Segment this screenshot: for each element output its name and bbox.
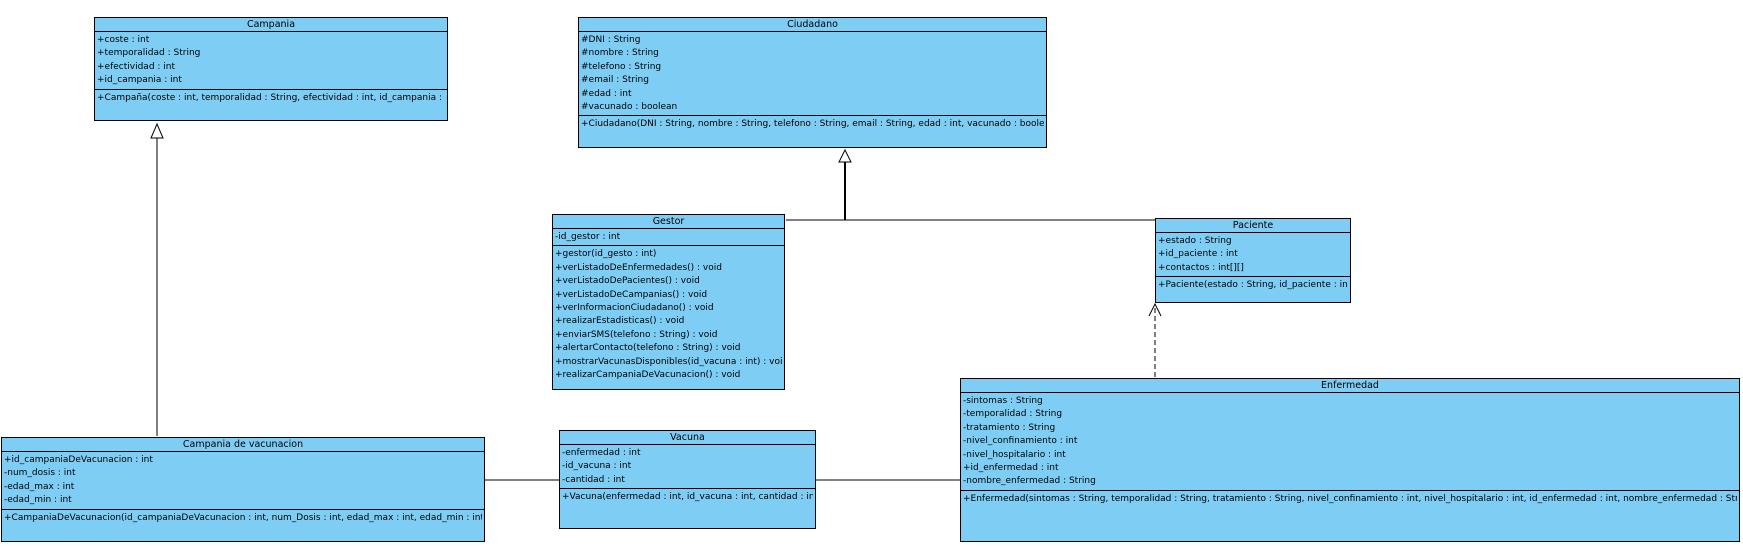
attribute-row: -id_gestor : int [555, 232, 621, 242]
attribute-row: +contactos : int[][] [1158, 262, 1244, 273]
attribute-row: #telefono : String [581, 61, 662, 72]
operation-row: +mostrarVacunasDisponibles(id_vacuna : i… [555, 356, 782, 367]
attribute-row: -num_dosis : int [4, 468, 76, 479]
attribute-row: -edad_min : int [4, 495, 72, 506]
class-gestor[interactable]: Gestor -id_gestor : int +gestor(id_gesto :… [552, 214, 785, 390]
attribute-row: #DNI : String [581, 35, 641, 45]
operation-row: +alertarContacto(telefono : String) : vo… [555, 343, 741, 354]
attribute-row: +efectividad : int [97, 61, 176, 72]
attributes-section: +id_campaniaDeVacunacion : int -num_dosis… [2, 452, 484, 510]
attribute-row: +estado : String [1158, 236, 1232, 246]
class-vacuna[interactable]: Vacuna-enfermedad : int-id_vacuna : int-… [559, 430, 816, 529]
class-campania-de-vacunacion[interactable]: Campania de vacunacion+id_campaniaDeVacu… [1, 437, 485, 542]
class-name: Enfermedad [961, 379, 1739, 393]
operation-row: +verListadoDePacientes() : void [555, 276, 700, 287]
operations-section: +gestor(id_gesto : int) +verListadoDeEnfe… [553, 246, 784, 383]
operation-row: +Enfermedad(sintomas : String, temporali… [963, 493, 1737, 504]
operations-section: +Ciudadano(DNI : String, nombre : String… [579, 116, 1046, 132]
attribute-row: -enfermedad : int [562, 448, 641, 458]
attribute-row: -nivel_hospitalario : int [963, 449, 1066, 460]
attribute-row: +id_paciente : int [1158, 249, 1238, 260]
operation-row: +Paciente(estado : String, id_paciente :… [1158, 280, 1348, 291]
attribute-row: -id_vacuna : int [562, 461, 632, 472]
attributes-section: -enfermedad : int -id_vacuna : int -cantid… [560, 445, 815, 490]
operations-section: +Enfermedad(sintomas : String, temporali… [961, 491, 1739, 507]
attribute-row: +id_enfermedad : int [963, 462, 1059, 473]
attribute-row: #edad : int [581, 88, 632, 99]
class-name: Vacuna [560, 431, 815, 445]
operations-section: +Vacuna(enfermedad : int, id_vacuna : in… [560, 489, 815, 505]
dependency-arrowhead [1148, 302, 1162, 317]
class-enfermedad[interactable]: Enfermedad -sintomas : String -temporalida… [960, 378, 1740, 542]
attribute-row: -nombre_enfermedad : String [963, 476, 1096, 487]
attribute-row: -edad_max : int [4, 481, 75, 492]
class-paciente[interactable]: Paciente +estado : String +id_paciente : i… [1155, 218, 1351, 303]
attribute-row: -nivel_confinamiento : int [963, 436, 1078, 447]
operations-section: +Campaña(coste : int, temporalidad : Str… [95, 90, 447, 106]
operation-row: +CampaniaDeVacunacion(id_campaniaDeVacun… [4, 512, 482, 523]
generalization-ciudadano-arrowhead [838, 148, 852, 163]
attributes-section: #DNI : String #nombre : String #telefono :… [579, 32, 1046, 117]
attribute-row: -cantidad : int [562, 474, 625, 485]
operation-row: +enviarSMS(telefono : String) : void [555, 329, 718, 340]
attribute-row: +id_campania : int [97, 75, 182, 86]
attributes-section: -sintomas : String -temporalidad : String… [961, 393, 1739, 491]
operations-section: +CampaniaDeVacunacion(id_campaniaDeVacun… [2, 510, 484, 526]
attribute-row: -tratamiento : String [963, 422, 1056, 433]
attribute-row: -sintomas : String [963, 396, 1043, 406]
operation-row: +gestor(id_gesto : int) [555, 249, 657, 260]
operation-row: +realizarCampaniaDeVacunacion() : void [555, 369, 741, 380]
operations-section: +Paciente(estado : String, id_paciente :… [1156, 277, 1350, 293]
attributes-section: +coste : int +temporalidad : String +efect… [95, 32, 447, 90]
operation-row: +verListadoDeCampanias() : void [555, 289, 708, 300]
generalization-campania-arrowhead [150, 122, 164, 139]
attributes-section: -id_gestor : int [553, 229, 784, 247]
operation-row: +realizarEstadisticas() : void [555, 316, 685, 327]
class-name: Paciente [1156, 219, 1350, 233]
operation-row: +Ciudadano(DNI : String, nombre : String… [581, 119, 1044, 130]
attribute-row: +id_campaniaDeVacunacion : int [4, 455, 153, 465]
attribute-row: #nombre : String [581, 48, 659, 59]
class-campania[interactable]: Campania +coste : int +temporalidad : Stri… [94, 17, 448, 121]
class-name: Gestor [553, 215, 784, 229]
class-ciudadano[interactable]: Ciudadano #DNI : String #nombre : String #t… [578, 17, 1047, 148]
class-name: Campania [95, 18, 447, 32]
attribute-row: #vacunado : boolean [581, 101, 678, 112]
attribute-row: -temporalidad : String [963, 409, 1063, 420]
operation-row: +verInformacionCiudadano() : void [555, 302, 714, 313]
operation-row: +Campaña(coste : int, temporalidad : Str… [97, 92, 445, 103]
operation-row: +verListadoDeEnfermedades() : void [555, 262, 722, 273]
operation-row: +Vacuna(enfermedad : int, id_vacuna : in… [562, 492, 813, 503]
attribute-row: #email : String [581, 75, 649, 86]
attributes-section: +estado : String +id_paciente : int +conta… [1156, 233, 1350, 278]
attribute-row: +coste : int [97, 35, 150, 45]
attribute-row: +temporalidad : String [97, 48, 201, 59]
class-name: Campania de vacunacion [2, 438, 484, 452]
class-name: Ciudadano [579, 18, 1046, 32]
